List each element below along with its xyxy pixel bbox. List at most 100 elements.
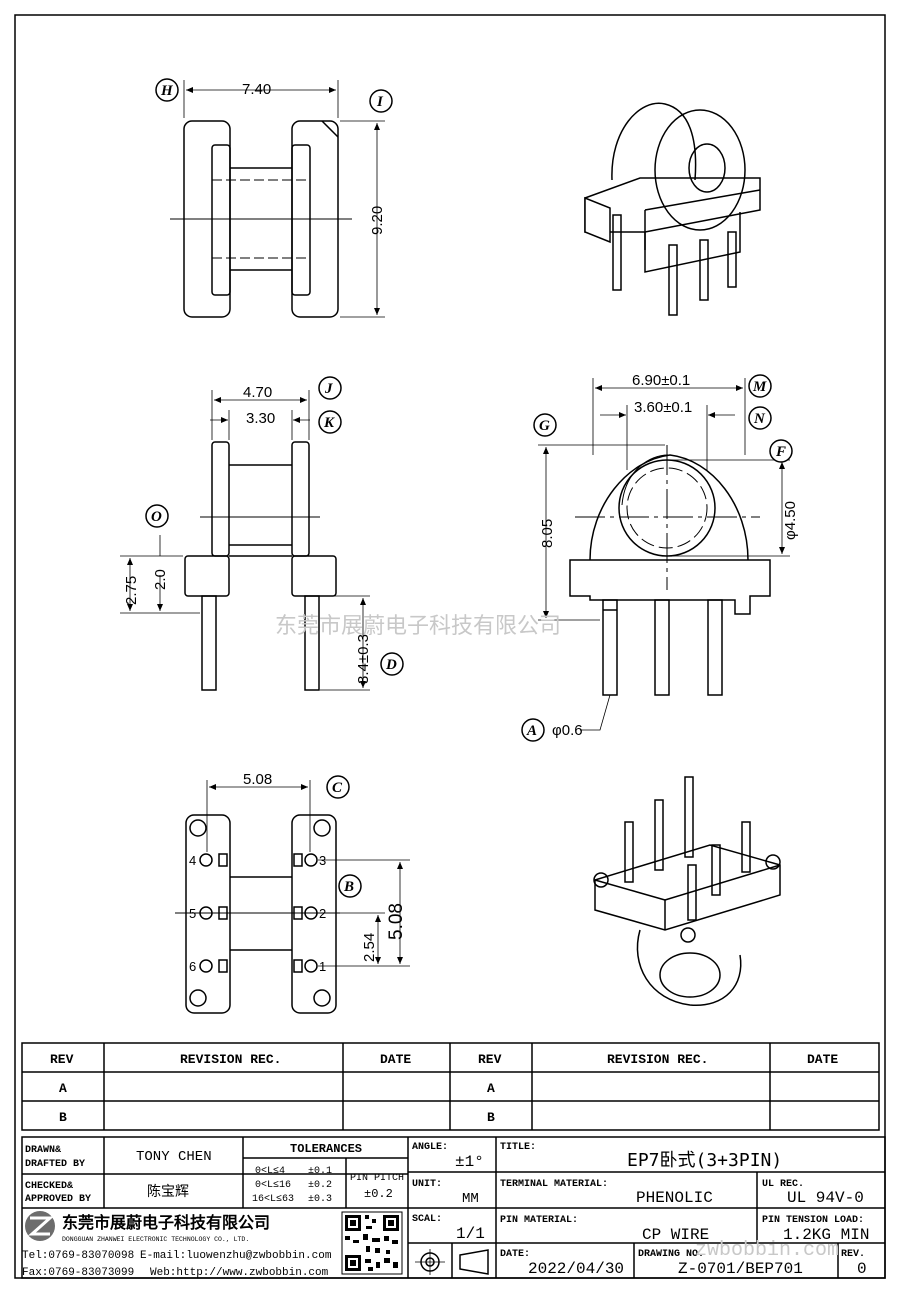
pin-pitch-value: ±0.2: [364, 1187, 393, 1201]
dim-top-height: 9.20: [369, 206, 386, 235]
balloon-i: I: [376, 94, 384, 110]
tol-range-2: 0<L≤16: [255, 1180, 291, 1191]
dim-side-total: 2.75: [123, 576, 140, 605]
balloon-a: A: [526, 723, 537, 739]
terminal-material-label: TERMINAL MATERIAL:: [500, 1179, 608, 1190]
iso-view-bottom: [593, 776, 781, 1006]
tolerances-label: TOLERANCES: [290, 1142, 362, 1156]
balloon-g: G: [539, 418, 550, 434]
angle-value: ±1°: [455, 1153, 484, 1171]
dim-pin-span-vertical: 5.08: [386, 903, 407, 940]
company-tel: Tel:0769-83070098: [22, 1250, 134, 1262]
tol-value-2: ±0.2: [308, 1180, 332, 1191]
scale-value: 1/1: [456, 1225, 485, 1243]
balloon-m: M: [752, 379, 767, 395]
pin-pitch-label: PIN PITCH: [350, 1173, 404, 1184]
rev-header-rec-2: REVISION REC.: [607, 1052, 708, 1067]
balloon-h: H: [160, 83, 174, 99]
balloon-d: D: [385, 657, 397, 673]
dim-side-base: 2.0: [152, 569, 169, 590]
dim-top-width: 7.40: [242, 81, 271, 98]
drawing-no-value: Z-0701/BEP701: [678, 1260, 803, 1278]
scale-label: SCAL:: [412, 1214, 442, 1225]
balloon-k: K: [323, 415, 335, 431]
rev-header-rev-2: REV: [478, 1052, 502, 1067]
dim-front-inner: 3.60±0.1: [634, 399, 692, 416]
dim-pin-length: 3.4±0.3: [355, 634, 372, 684]
balloon-o: O: [151, 509, 162, 525]
pin-label-2: 2: [319, 906, 326, 921]
pin-label-5: 5: [189, 906, 196, 921]
top-view: [170, 80, 385, 318]
rev-row-a-1: A: [59, 1081, 67, 1096]
checked-label-2: APPROVED BY: [25, 1194, 91, 1205]
checked-label-1: CHECKED&: [25, 1181, 73, 1192]
drawn-by: TONY CHEN: [136, 1149, 212, 1165]
iso-view-top: [584, 102, 761, 316]
ul-rec-label: UL REC.: [762, 1179, 804, 1190]
drawn-label-1: DRAWN&: [25, 1145, 61, 1156]
dim-pin-pitch-row: 2.54: [361, 933, 378, 962]
rev-label: REV.: [841, 1249, 865, 1260]
balloon-f: F: [775, 444, 786, 460]
balloon-j: J: [324, 381, 333, 397]
qr-code: [341, 1211, 403, 1275]
angle-label: ANGLE:: [412, 1142, 448, 1153]
title-value: EP7卧式(3+3PIN): [627, 1150, 782, 1171]
unit-label: UNIT:: [412, 1179, 442, 1190]
side-view: [120, 390, 370, 691]
title-label: TITLE:: [500, 1142, 536, 1153]
tol-value-3: ±0.3: [308, 1194, 332, 1205]
revision-table: [21, 1042, 880, 1131]
rev-header-date-1: DATE: [380, 1052, 411, 1067]
rev-header-date-2: DATE: [807, 1052, 838, 1067]
rev-row-b-1: B: [59, 1110, 67, 1125]
company-web: Web:http://www.zwbobbin.com: [150, 1267, 329, 1279]
company-name-en: DONGGUAN ZHANWEI ELECTRONIC TECHNOLOGY C…: [62, 1236, 249, 1243]
terminal-material-value: PHENOLIC: [636, 1189, 713, 1207]
dim-side-inner: 3.30: [246, 410, 275, 427]
rev-header-rec-1: REVISION REC.: [180, 1052, 281, 1067]
approved-by: 陈宝辉: [147, 1183, 189, 1200]
dim-side-outer: 4.70: [243, 384, 272, 401]
drawn-label-2: DRAFTED BY: [25, 1159, 85, 1170]
title-block: [21, 1136, 886, 1279]
balloon-n: N: [753, 411, 766, 427]
rev-value: 0: [857, 1260, 867, 1278]
balloons: [145, 78, 793, 898]
dim-pin-diameter: φ0.6: [552, 722, 583, 739]
tol-range-1: 0<L≤4: [255, 1166, 285, 1177]
dim-front-diameter: φ4.50: [782, 501, 799, 540]
pin-label-1: 1: [319, 959, 326, 974]
rev-row-a-2: A: [487, 1081, 495, 1096]
rev-row-b-2: B: [487, 1110, 495, 1125]
rev-header-rev-1: REV: [50, 1052, 74, 1067]
pin-material-value: CP WIRE: [642, 1226, 709, 1244]
dim-front-width: 6.90±0.1: [632, 372, 690, 389]
tol-value-1: ±0.1: [308, 1166, 332, 1177]
company-name-cn: 东莞市展蔚电子科技有限公司: [62, 1213, 270, 1232]
date-label: DATE:: [500, 1249, 530, 1260]
pin-label-3: 3: [319, 853, 326, 868]
balloon-c: C: [332, 780, 343, 796]
pin-material-label: PIN MATERIAL:: [500, 1215, 578, 1226]
tol-range-3: 16<L≤63: [252, 1194, 294, 1205]
pin-label-6: 6: [189, 959, 196, 974]
drawing-no-label: DRAWING NO.: [638, 1249, 704, 1260]
company-fax: Fax:0769-83073099: [22, 1267, 134, 1279]
company-logo: [25, 1211, 55, 1241]
dim-front-height: 8.05: [539, 519, 556, 548]
front-view: [538, 378, 790, 731]
unit-value: MM: [462, 1191, 479, 1207]
ul-rec-value: UL 94V-0: [787, 1189, 864, 1207]
pin-label-4: 4: [189, 853, 196, 868]
watermark-company: 东莞市展蔚电子科技有限公司: [275, 614, 561, 639]
company-email: E-mail:luowenzhu@zwbobbin.com: [140, 1250, 332, 1262]
balloon-b: B: [343, 879, 354, 895]
watermark-site: zwbobbin.com: [695, 1239, 839, 1262]
dim-pin-spacing: 5.08: [243, 771, 272, 788]
date-value: 2022/04/30: [528, 1260, 624, 1278]
pin-tension-value: 1.2KG MIN: [783, 1226, 869, 1244]
bottom-view: [175, 780, 410, 1014]
